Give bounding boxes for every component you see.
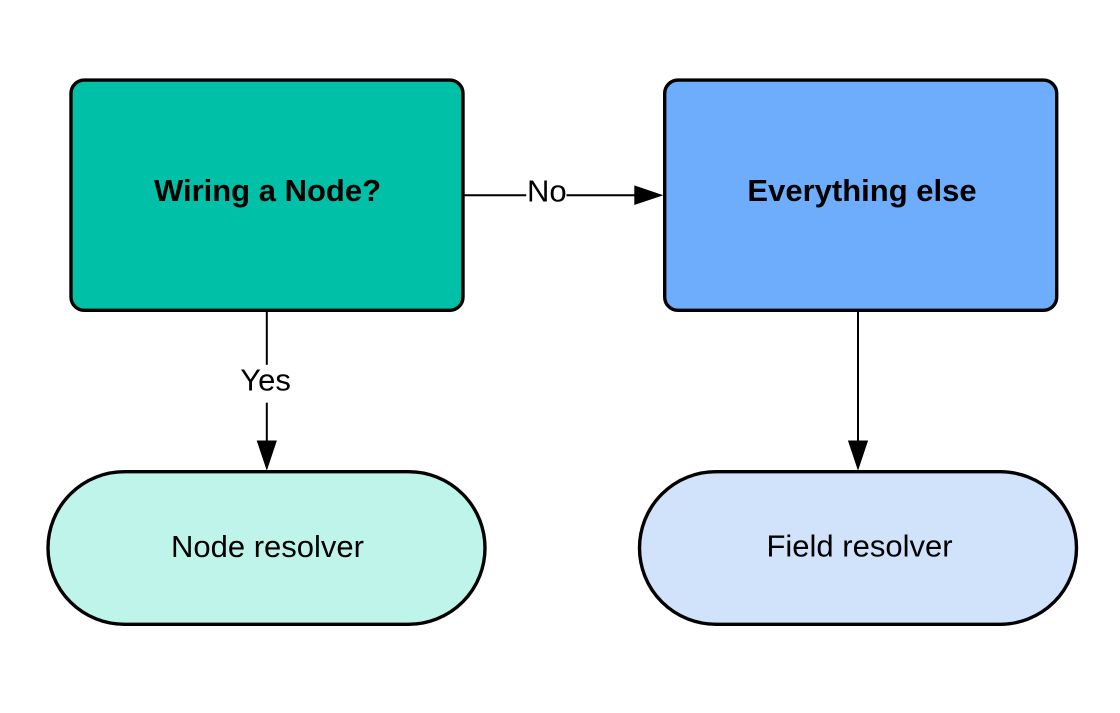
svg-text:Everything else: Everything else: [747, 173, 976, 208]
svg-text:Node resolver: Node resolver: [171, 529, 364, 564]
svg-text:No: No: [527, 174, 567, 209]
svg-text:Field resolver: Field resolver: [766, 529, 952, 564]
svg-text:Yes: Yes: [240, 362, 291, 397]
svg-text:Wiring a Node?: Wiring a Node?: [154, 173, 381, 208]
